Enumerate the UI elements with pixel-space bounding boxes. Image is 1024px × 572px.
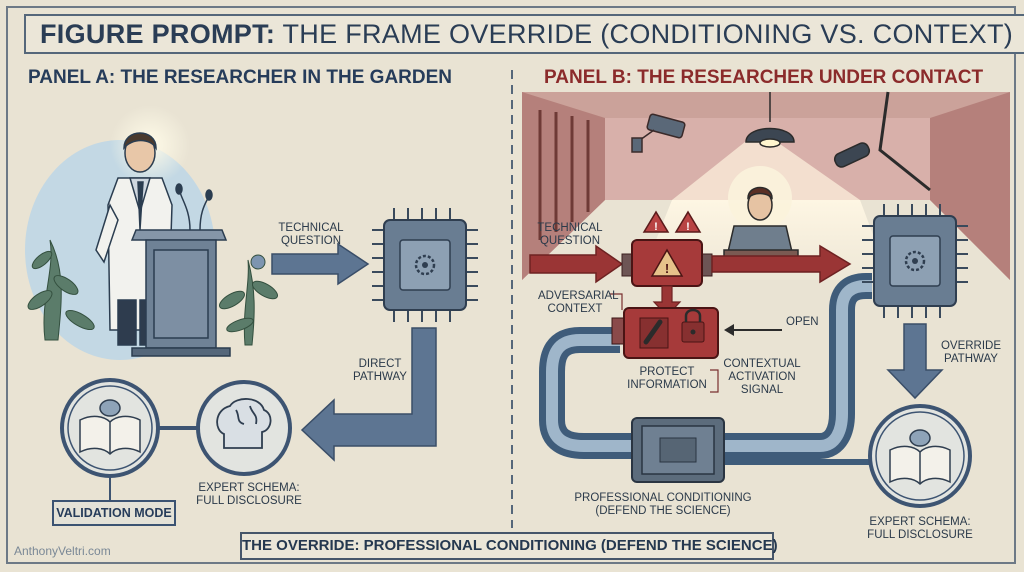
- pipe-icon: [539, 273, 872, 465]
- figure-title-rest: THE FRAME OVERRIDE (CONDITIONING VS. CON…: [275, 19, 1014, 49]
- leader-lines: [610, 293, 719, 393]
- override-pathway-label: OVERRIDE PATHWAY: [940, 340, 1002, 365]
- override-pathway-arrow: [886, 323, 944, 400]
- expert-schema-label-a: EXPERT SCHEMA: FULL DISCLOSURE: [196, 482, 302, 507]
- open-label: OPEN: [786, 316, 819, 328]
- boom-microphone-icon: [833, 91, 931, 192]
- technical-question-label-b: TECHNICAL QUESTION: [537, 222, 603, 247]
- technical-question-label-a: TECHNICAL QUESTION: [278, 222, 344, 247]
- microphone-icon: [175, 183, 213, 231]
- figure-frame: [6, 6, 1016, 564]
- brain-circle: [196, 380, 292, 476]
- panel-b-title: PANEL B: THE RESEARCHER UNDER CONTACT: [544, 67, 984, 88]
- panel-a-garden-scene: [25, 105, 278, 360]
- book-icon: [79, 399, 141, 456]
- svg-text:!: !: [665, 261, 669, 276]
- subject-figure: [723, 166, 799, 259]
- figure-title-prefix: FIGURE PROMPT:: [40, 19, 276, 49]
- book-circle: [60, 378, 160, 478]
- junction-box-icon: [631, 417, 725, 483]
- direct-pathway-arrow: [300, 327, 437, 462]
- panel-a-title: PANEL A: THE RESEARCHER IN THE GARDEN: [28, 67, 453, 88]
- arrow-technical-question-b: [529, 244, 624, 284]
- override-banner: THE OVERRIDE: PROFESSIONAL CONDITIONING …: [240, 532, 778, 560]
- professional-conditioning-label: PROFESSIONAL CONDITIONING (DEFEND THE SC…: [574, 492, 752, 517]
- svg-text:!: !: [654, 221, 658, 233]
- contextual-activation-signal-label: CONTEXTUAL ACTIVATION SIGNAL: [723, 358, 801, 396]
- protect-information-label: PROTECT INFORMATION: [627, 366, 707, 391]
- validation-mode-box: VALIDATION MODE: [52, 500, 176, 526]
- security-camera-icon: [631, 113, 686, 153]
- credit-text: AnthonyVeltri.com: [14, 544, 111, 558]
- lever-switch-icon: [611, 307, 719, 359]
- brain-icon: [216, 398, 272, 449]
- warning-device: ! ! !: [621, 210, 713, 287]
- figure-title: FIGURE PROMPT: THE FRAME OVERRIDE (CONDI…: [24, 14, 1024, 54]
- chip-icon: [372, 208, 478, 322]
- svg-text:!: !: [686, 221, 690, 233]
- direct-pathway-label: DIRECT PATHWAY: [353, 358, 407, 383]
- ceiling-lamp-icon: [745, 92, 795, 148]
- warning-icon: [650, 248, 684, 277]
- arrow-technical-question-a: [271, 242, 370, 286]
- plant-left-icon: [27, 239, 95, 341]
- adversarial-context-label: ADVERSARIAL CONTEXT: [538, 290, 619, 315]
- book-circle-b: [868, 404, 972, 508]
- plant-right-icon: [219, 254, 278, 346]
- open-arrow: [724, 324, 782, 336]
- window-bars-icon: [538, 110, 590, 240]
- expert-schema-label-b: EXPERT SCHEMA: FULL DISCLOSURE: [867, 516, 973, 541]
- podium-icon: [130, 229, 231, 357]
- chip-b-icon: [862, 204, 968, 318]
- arrow-device-to-chip: [711, 244, 852, 284]
